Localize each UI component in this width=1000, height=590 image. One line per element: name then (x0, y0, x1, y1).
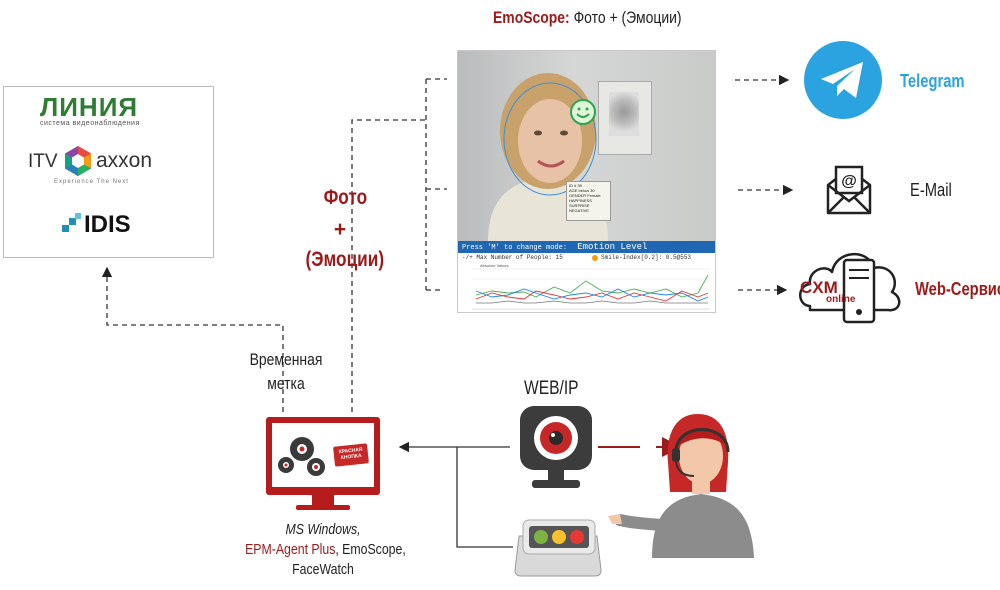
wall-picture (598, 81, 652, 155)
svg-text:@: @ (841, 173, 857, 190)
axxon-logo: ITV axxon Experience The Next (28, 143, 188, 187)
stats-line: -/+ Max Number of People: 15 Smile-Index… (458, 253, 715, 263)
diagram-title: EmoScope: Фото + (Эмоции) (493, 8, 682, 27)
smile-indicator-icon (570, 99, 596, 125)
photo-emotions-label: Фото + (Эмоции) (305, 186, 385, 271)
liniya-logo: ЛИНИЯ система видеонаблюдения (40, 92, 140, 127)
cxm-logo: CXM (800, 278, 838, 297)
webip-label: WEB/IP (524, 378, 579, 399)
monitor-base (296, 505, 350, 510)
web-service-label: Web-Сервис (915, 279, 1000, 299)
pc-caption: MS Windows, EPM-Agent Plus, EmoScope, Fa… (245, 521, 406, 578)
operator-person-icon (608, 414, 754, 558)
axxon-hexagon-icon (65, 146, 91, 176)
cloud-server-icon (799, 252, 901, 324)
photo-connector (351, 119, 426, 412)
emotion-chart: Absolute Values (458, 263, 715, 312)
red-button-badge: красная кнопка (333, 443, 369, 467)
vms-logos-panel: ЛИНИЯ система видеонаблюдения ITV axxon … (3, 86, 214, 258)
telegram-label: Telegram (900, 71, 965, 91)
person-photo (488, 73, 608, 241)
timestamp-label: Временная метка (249, 350, 323, 393)
email-label: E-Mail (910, 180, 952, 200)
button-connector (456, 447, 513, 548)
pc-monitor: красная кнопка (266, 417, 380, 495)
mode-bar: Press 'M' to change mode: Emotion Level (458, 241, 715, 253)
cxm-online-text: online (826, 294, 856, 305)
emoscope-screenshot: ID # 39 AGE below 30 GENDER Female HAPPI… (457, 50, 716, 313)
feedback-button-device (514, 519, 602, 577)
webcam-icon (520, 406, 592, 488)
telegram-icon (804, 41, 882, 119)
idis-mark-icon (62, 213, 81, 232)
monitor-neck (312, 495, 334, 505)
web-service-graphic: CXM online (796, 240, 906, 324)
gears-icon (278, 437, 325, 476)
email-icon: @ (826, 165, 872, 215)
face-info-panel: ID # 39 AGE below 30 GENDER Female HAPPI… (566, 181, 611, 221)
timestamp-connector (101, 266, 284, 412)
